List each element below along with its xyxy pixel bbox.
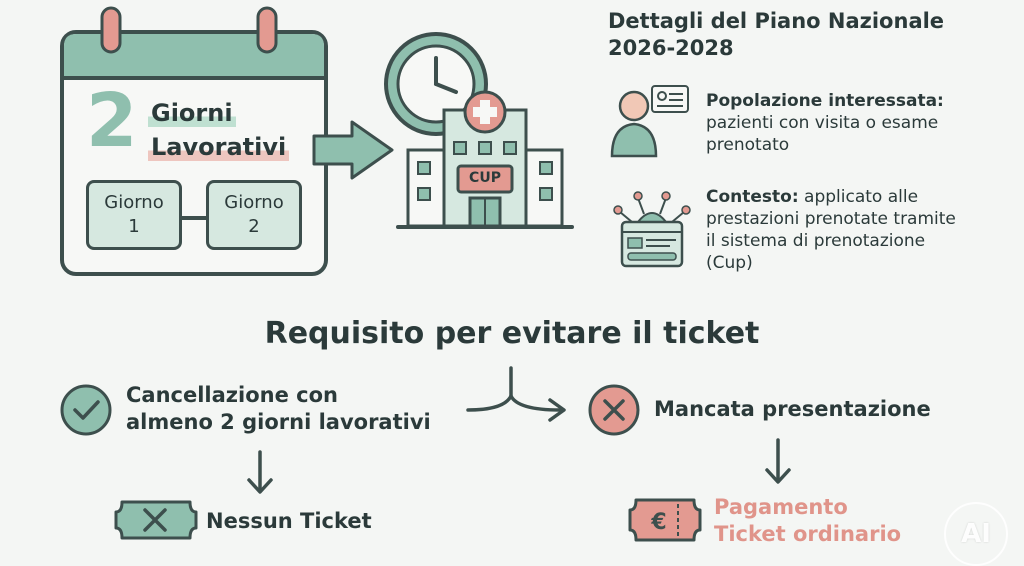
down-arrow-left-icon [247,450,273,494]
payment-label: Pagamento Ticket ordinario [714,495,902,547]
check-circle-icon [60,384,112,436]
down-arrow-right-icon [765,438,791,484]
ticket-euro-icon: € [628,498,702,542]
cup-sign: CUP [469,170,501,186]
person-card-icon [610,85,689,158]
svg-text:€: € [650,510,666,535]
calendar-number: 2 [86,78,138,164]
network-browser-icon [613,191,691,268]
cross-circle-icon [588,384,640,436]
panel-title: Dettagli del Piano Nazionale 2026-2028 [608,9,945,61]
context-description: Contesto: applicato alle prestazioni pre… [706,187,956,274]
no-ticket-label: Nessun Ticket [206,509,372,533]
cancellation-label: Cancellazione con almeno 2 giorni lavora… [126,383,431,435]
branch-arrow-icon [466,366,566,422]
population-description: Popolazione interessata: pazienti con vi… [706,91,944,156]
ai-watermark: AI [944,502,1008,566]
day-box-2: Giorno 2 [206,180,302,250]
calendar-label-line1: Giorni [148,99,236,127]
requirement-title: Requisito per evitare il ticket [264,316,760,351]
no-show-label: Mancata presentazione [654,397,931,421]
calendar-label-line2: Lavorativi [148,133,290,161]
day-box-1: Giorno 1 [86,180,182,250]
ticket-crossed-icon [114,500,198,540]
